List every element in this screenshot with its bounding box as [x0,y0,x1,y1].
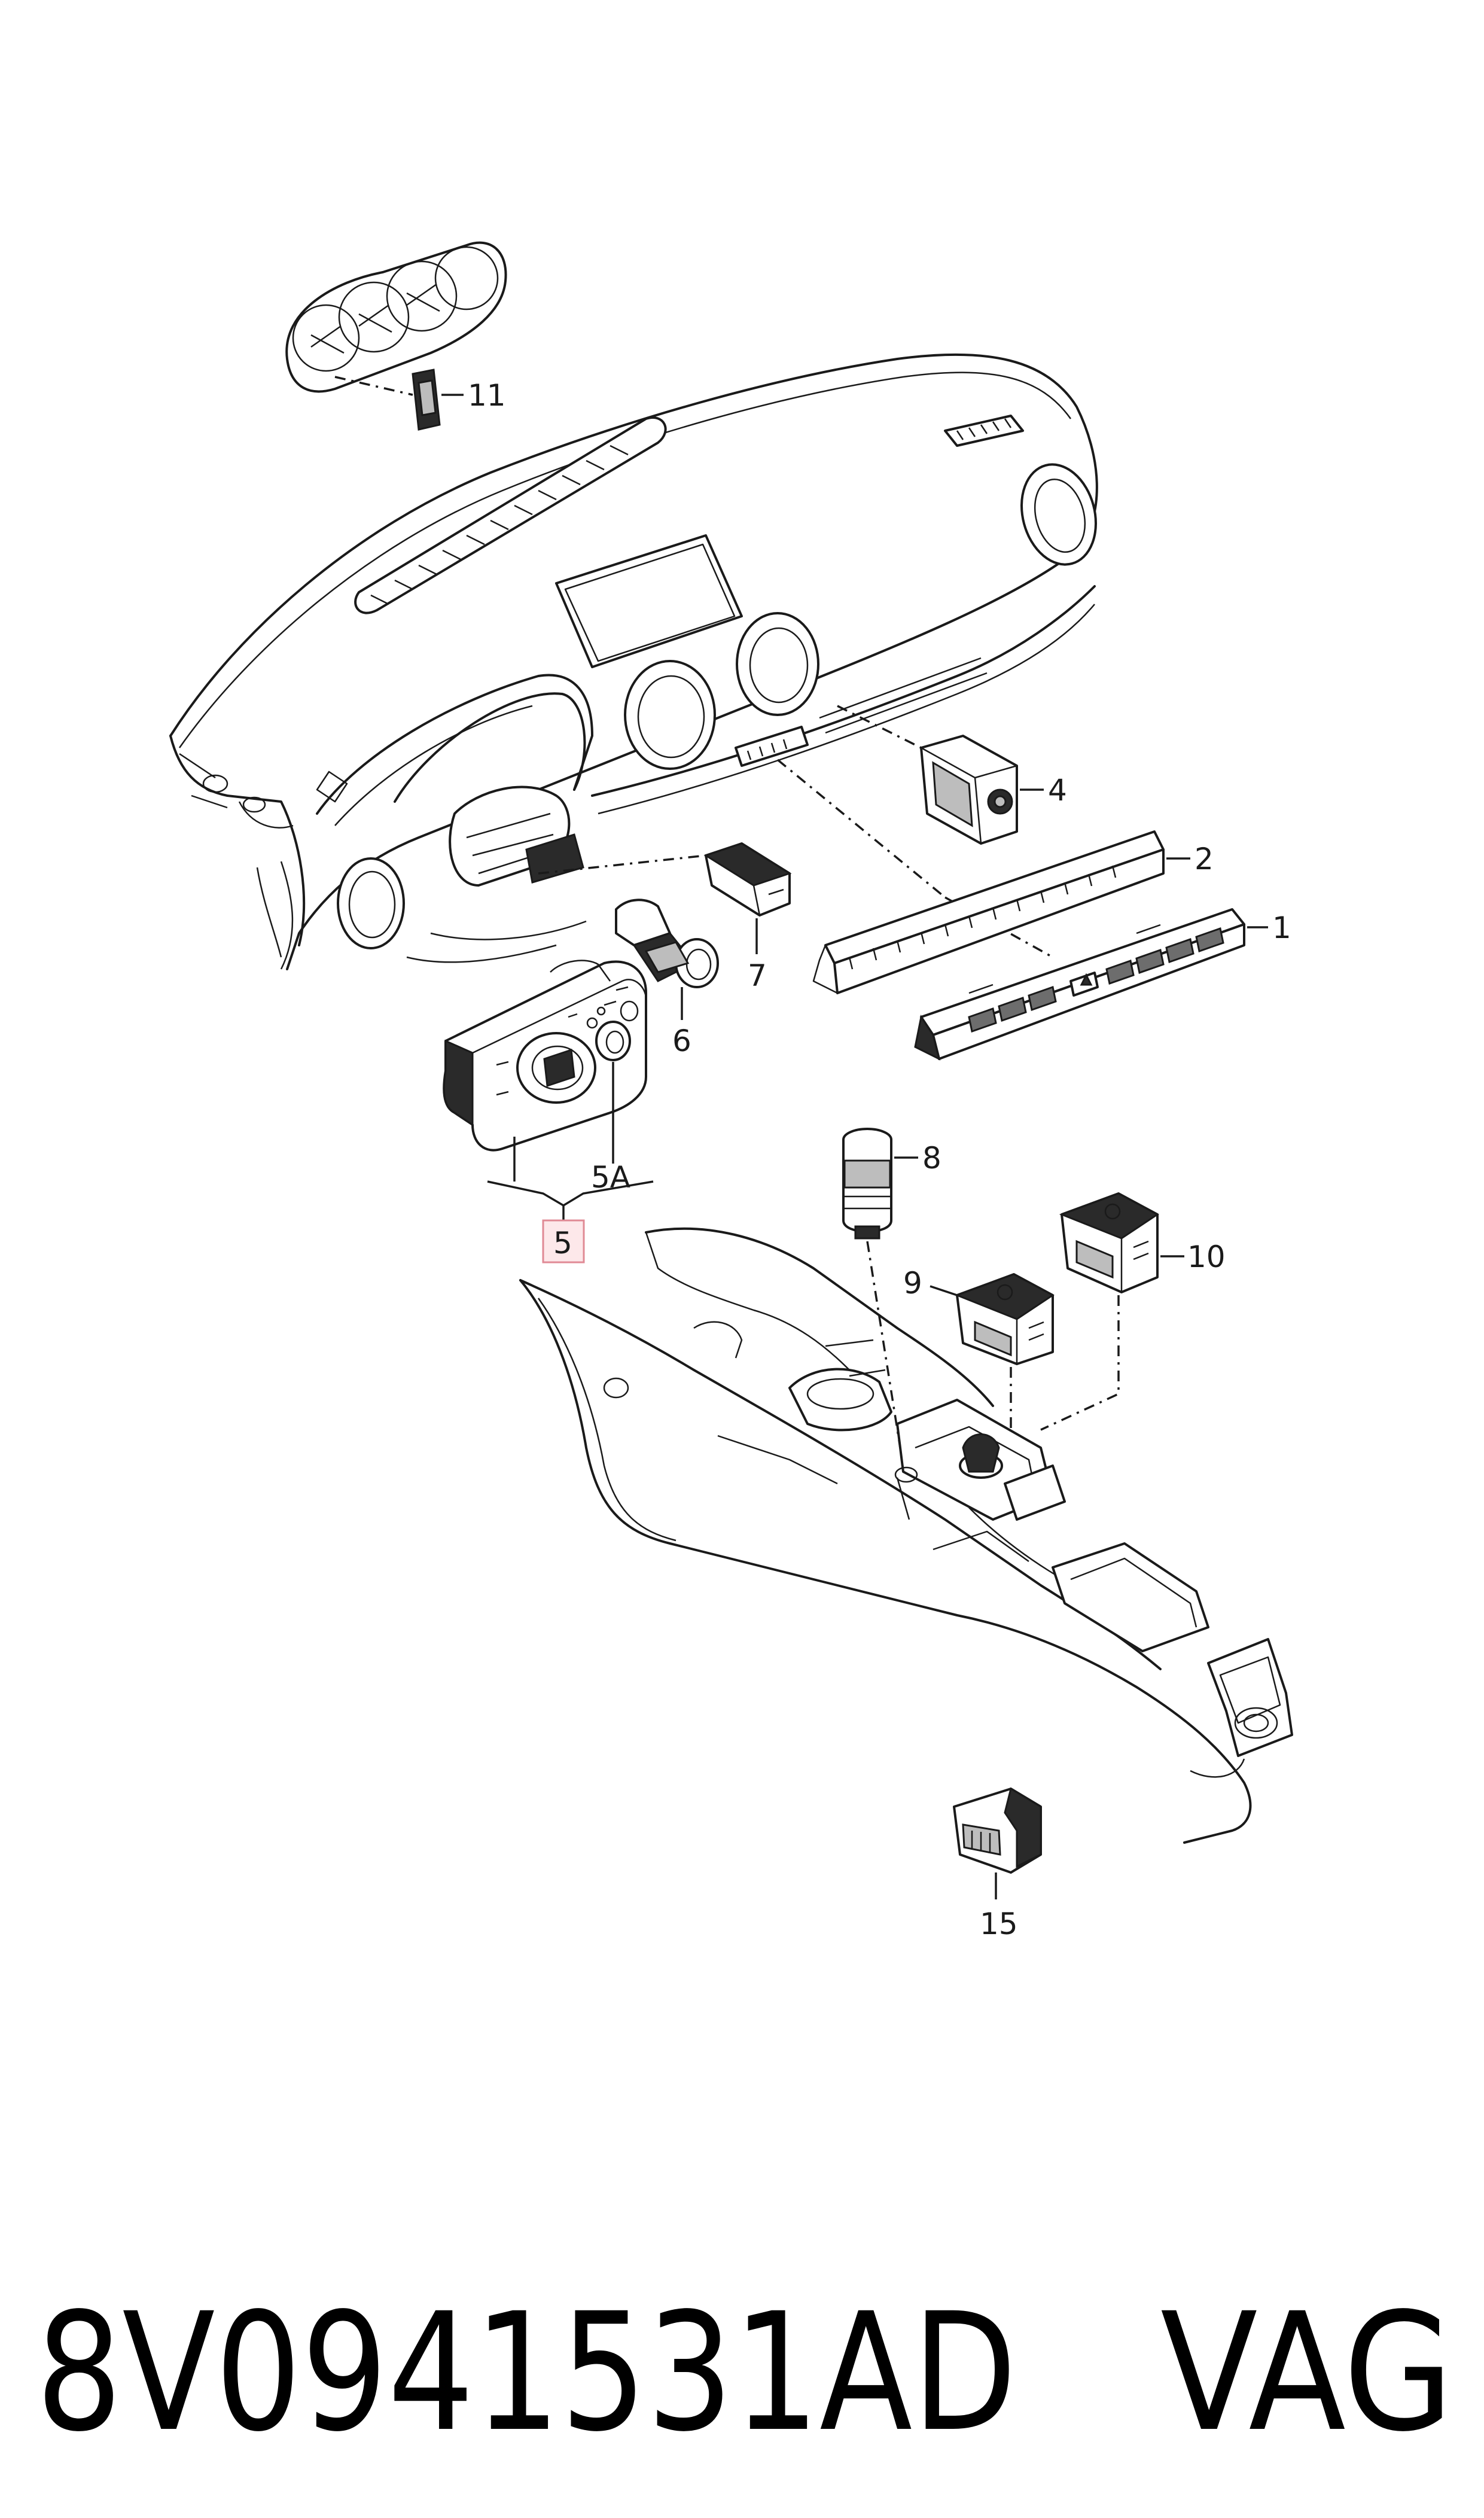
part-10-switch [1059,1192,1159,1293]
brand-label: VAG [1160,2279,1453,2468]
leader-8-dash [866,1241,901,1448]
part-number: 8V0941531AD [36,2279,1017,2468]
callout-9: 9 [903,1266,922,1301]
callout-10: 10 [1187,1240,1226,1274]
callout-8: 8 [922,1141,941,1176]
part-5-light-switch [443,960,647,1152]
part-8-start-button [842,1128,892,1240]
dashboard [169,353,1098,970]
leader-4-dash [837,705,922,749]
callout-11: 11 [468,378,506,413]
part-2-strip [812,830,1165,994]
callout-1: 1 [1272,911,1291,945]
leader-10-dash [1040,1295,1120,1431]
part-6-switch [615,899,719,988]
callout-5: 5 [553,1226,572,1260]
callout-4: 4 [1048,773,1067,808]
leader-9 [930,1285,958,1296]
leader-2-dash [776,759,946,899]
cluster-vent-assembly [285,241,507,393]
part-7-switch [703,842,792,917]
part-4-switch [920,735,1018,845]
callout-15: 15 [980,1907,1018,1941]
callout-6: 6 [672,1024,691,1058]
callout-5a: 5A [591,1160,630,1195]
leader-7-dash [538,854,706,875]
center-console [519,1227,1293,1844]
part-9-switch [954,1273,1055,1365]
leader-1-dash [944,896,1053,958]
callout-7: 7 [748,958,767,993]
part-15-switch [953,1787,1042,1874]
part-11-switch [412,369,441,431]
part-1-switch-panel [914,908,1245,1061]
highlight-box-5 [542,1219,585,1263]
callout-2: 2 [1194,842,1214,876]
